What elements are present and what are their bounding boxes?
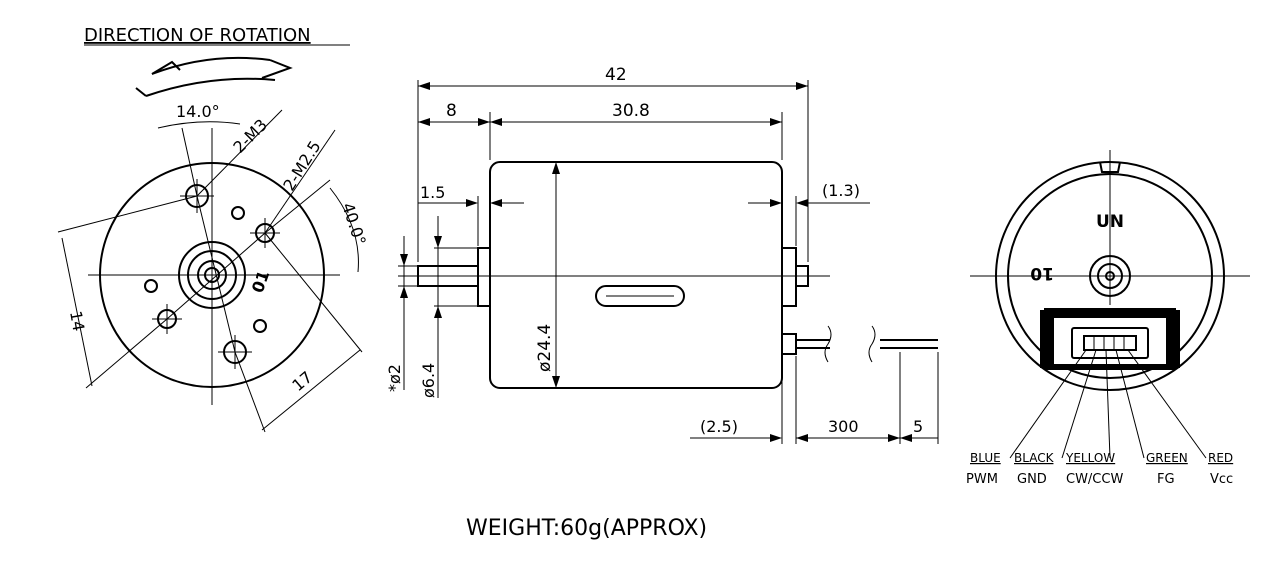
- rear-cap: [781, 247, 797, 307]
- wire-color-label: BLUE: [970, 451, 1001, 465]
- rear-marking-left: 10: [1030, 263, 1054, 283]
- side-view: 42 8 30.8 1.5 (1.3) ø24.4: [385, 65, 939, 444]
- wire-color-label: YELLOW: [1065, 451, 1115, 465]
- body-slot: [595, 285, 685, 307]
- dim-shaft-dia: *ø2: [385, 364, 404, 392]
- dim-body: 30.8: [612, 101, 650, 121]
- dim-boss-dia: ø6.4: [419, 363, 438, 398]
- dim-shaft: 8: [446, 101, 457, 121]
- dim-flange: 1.5: [420, 183, 445, 202]
- front-view: DIRECTION OF ROTATION: [57, 25, 370, 433]
- dim-lead-length: 300: [828, 417, 859, 436]
- dim-angle-top: 14.0°: [176, 102, 220, 121]
- dim-body-dia: ø24.4: [535, 324, 555, 372]
- wire-signal-label: Vcc: [1210, 472, 1233, 487]
- weight-label: WEIGHT:60g(APPROX): [466, 516, 707, 541]
- dim-span-left: 14: [66, 309, 88, 332]
- rear-view: UN 10 BLUE BLACK YELLOW GREEN RED PWM GN…: [966, 150, 1250, 487]
- wire-color-label: BLACK: [1014, 451, 1055, 465]
- dim-lead-offset: (2.5): [700, 417, 738, 436]
- wire-signal-label: FG: [1157, 472, 1175, 487]
- center-boss: [178, 241, 246, 309]
- dim-end-cap: (1.3): [822, 181, 860, 200]
- dim-span-bottom: 17: [288, 367, 316, 395]
- connector: [1071, 327, 1149, 359]
- rotation-arrow-icon: [135, 56, 293, 97]
- wire-color-label: GREEN: [1146, 451, 1188, 465]
- dim-thread-m3: 2-M3: [229, 115, 271, 157]
- wire-color-label: RED: [1208, 451, 1233, 465]
- wire-signal-label: GND: [1017, 472, 1047, 487]
- wire-signal-label: CW/CCW: [1066, 472, 1123, 487]
- wire-signal-label: PWM: [966, 472, 998, 487]
- front-flange: [477, 247, 491, 307]
- rear-marking-top: UN: [1096, 212, 1124, 232]
- dim-thread-m25: 2-M2.5: [279, 137, 324, 194]
- dim-overall: 42: [605, 65, 627, 85]
- dim-angle-right: 40.0°: [338, 200, 370, 247]
- lead-wire: [781, 325, 938, 363]
- face-marking: 01: [248, 268, 273, 295]
- rotation-heading: DIRECTION OF ROTATION: [84, 25, 311, 46]
- vent-hole: [253, 319, 267, 333]
- dim-strip: 5: [913, 417, 923, 436]
- motor-body: [489, 161, 783, 389]
- vent-hole: [231, 206, 245, 220]
- vent-hole: [144, 279, 158, 293]
